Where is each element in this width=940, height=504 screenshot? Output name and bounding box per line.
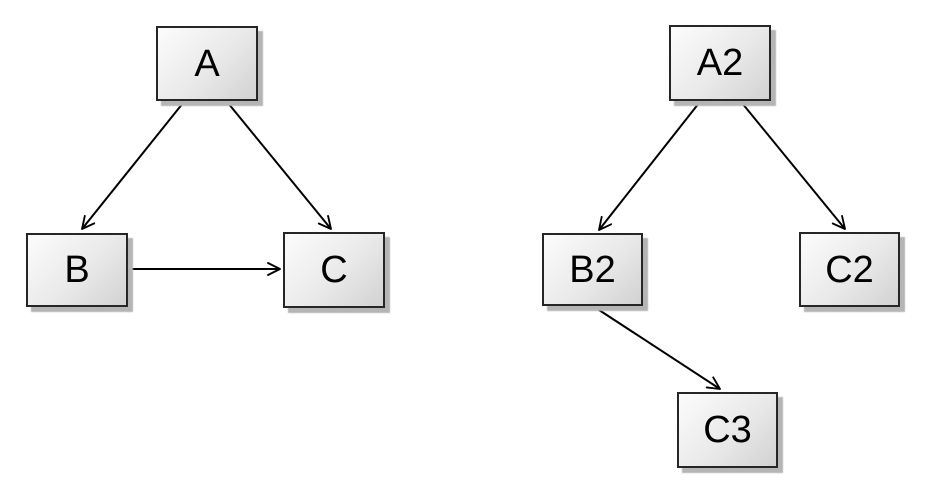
node-C[interactable]: C bbox=[283, 232, 385, 308]
node-label-C2: C2 bbox=[825, 248, 874, 291]
node-label-A: A bbox=[194, 42, 220, 85]
node-A2[interactable]: A2 bbox=[669, 25, 771, 101]
edge-B2-C3[interactable] bbox=[595, 307, 721, 390]
node-label-A2: A2 bbox=[696, 42, 744, 84]
node-C3[interactable]: C3 bbox=[677, 392, 778, 468]
edge-A-B[interactable] bbox=[81, 102, 184, 230]
node-C2[interactable]: C2 bbox=[799, 232, 900, 307]
node-label-C: C bbox=[320, 249, 348, 291]
node-A[interactable]: A bbox=[156, 26, 258, 101]
node-B[interactable]: B bbox=[26, 233, 128, 307]
node-label-C3: C3 bbox=[703, 409, 752, 451]
node-B2[interactable]: B2 bbox=[542, 233, 643, 306]
edge-A2-C2[interactable] bbox=[741, 102, 846, 230]
node-label-B2: B2 bbox=[569, 248, 616, 291]
edge-A2-B2[interactable] bbox=[598, 102, 700, 231]
edge-A-C[interactable] bbox=[227, 102, 332, 230]
node-label-B: B bbox=[64, 249, 90, 291]
